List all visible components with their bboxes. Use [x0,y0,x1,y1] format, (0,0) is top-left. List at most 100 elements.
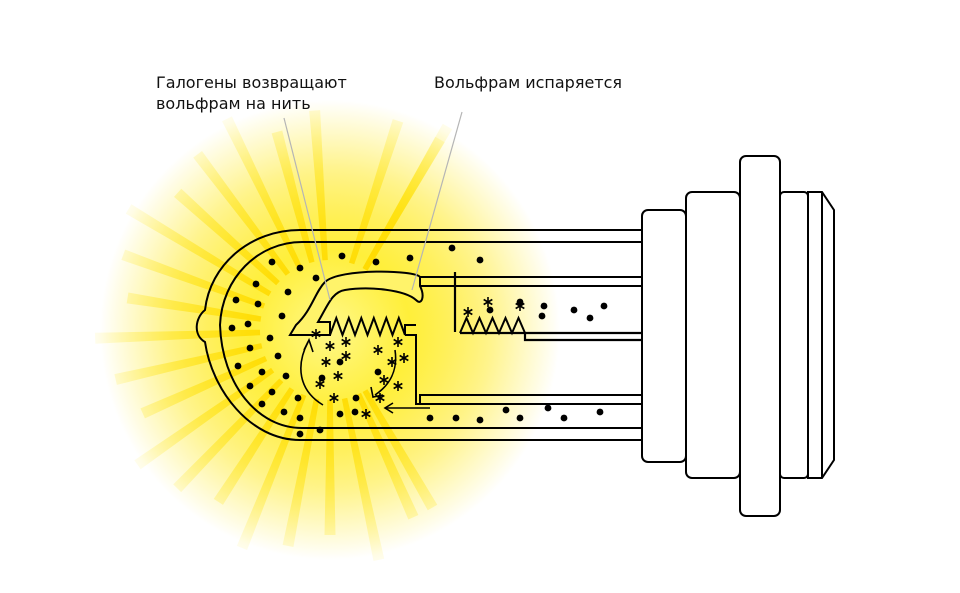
tungsten-particle-asterisk [393,337,403,347]
halogen-particle-dot [538,312,546,320]
tungsten-particles [311,297,525,419]
halogen-particle-dot [246,344,254,352]
halogen-particle-dot [516,414,524,422]
light-ray [324,400,336,535]
tungsten-particle-asterisk [379,375,389,385]
halogen-particle-dot [336,410,344,418]
light-ray [125,204,272,297]
tungsten-particle-asterisk [373,345,383,355]
leader-line-halogens [283,117,331,301]
halogen-particle-dot [274,352,282,360]
light-ray [355,392,419,520]
halogen-particle-dot [312,274,320,282]
light-ray [362,136,445,271]
tungsten-particle-asterisk [329,393,339,403]
halogen-particle-dot [258,368,266,376]
halogen-particle-dot [406,254,414,262]
halogen-particle-dot [296,414,304,422]
tungsten-particle-asterisk [325,341,335,351]
halogen-particle-dot [570,306,578,314]
light-ray [341,397,385,562]
halogen-particle-dot [596,408,604,416]
tungsten-particle-asterisk [333,371,343,381]
tungsten-particle-asterisk [315,379,325,389]
tungsten-particle-asterisk [387,357,397,367]
light-ray [114,343,263,385]
halogen-particle-dot [268,388,276,396]
halogen-particle-dot [232,296,240,304]
base-ring-2 [685,191,741,479]
halogen-particle-dot [476,256,484,264]
halogen-particle-dot [426,414,434,422]
tungsten-particle-asterisk [375,393,385,403]
tungsten-particle-asterisk [361,409,371,419]
halogen-particle-dot [284,288,292,296]
arrowhead-incoming [383,402,394,414]
base-ring-3 [779,191,809,479]
halogen-particle-dot [336,358,344,366]
lower-lead-wire [419,394,645,405]
halogen-particle-dot [486,306,494,314]
halogen-particle-dot [280,408,288,416]
base-ring-1 [641,209,687,463]
halogen-particle-dot [560,414,568,422]
tungsten-particle-asterisk [393,381,403,391]
filament-support-lower [404,324,420,405]
label-tungsten: Вольфрам испаряется [434,73,623,92]
upper-lead-wire [420,276,645,287]
light-ray [309,110,328,261]
arrow-return-right [374,349,397,396]
light-ray [126,292,262,322]
halogen-particle-dot [540,302,548,310]
halogen-particle-dot [278,312,286,320]
halogen-particle-dot [268,258,276,266]
base-flange [739,155,781,517]
label-halogens-line1: Галогены возвращают [156,73,347,92]
halogen-particle-dot [586,314,594,322]
tungsten-particle-asterisk [399,353,409,363]
light-ray [173,378,284,493]
label-halogens: Галогены возвращают вольфрам на нить [156,72,347,114]
halogen-particle-dot [338,252,346,260]
light-ray [121,249,266,309]
halogen-particle-dot [282,372,290,380]
light-ray [134,367,275,470]
secondary-filament-support [453,272,645,342]
halogen-particle-dot [234,362,242,370]
halogen-particle-dot [372,258,380,266]
halogen-particle-dot [600,302,608,310]
halogen-particle-dot [544,404,552,412]
tungsten-particle-asterisk [483,297,493,307]
halogen-particle-dot [296,264,304,272]
bulb-glass-outer [195,229,645,441]
light-ray [222,116,302,269]
halogen-particle-dot [452,414,460,422]
light-ray [213,387,295,505]
halogen-particle-dot [294,394,302,402]
halogen-particle-dot [316,426,324,434]
tungsten-particle-asterisk [515,301,525,311]
filament-support-hook [288,270,424,336]
lamp-base [641,155,835,517]
halogen-particle-dot [374,368,382,376]
halogen-particle-dot [244,320,252,328]
halogen-particle-dot [246,382,254,390]
bulb-glass-inner [218,241,645,429]
halogen-particle-dot [252,280,260,288]
halogen-particle-dot [352,394,360,402]
tungsten-particle-asterisk [321,357,331,367]
halogen-particle-dot [228,324,236,332]
tungsten-particle-asterisk [341,337,351,347]
light-ray [362,389,438,511]
halogen-particle-dot [476,416,484,424]
arrowhead-left [303,337,314,353]
halogen-particle-dot [258,400,266,408]
label-halogens-line2: вольфрам на нить [156,94,311,113]
light-ray [236,393,307,550]
cycle-arrows [300,337,430,414]
halogen-particle-dot [448,244,456,252]
tungsten-particle-asterisk [341,351,351,361]
halogen-particle-dot [254,300,262,308]
halogen-particle-dot [351,408,359,416]
